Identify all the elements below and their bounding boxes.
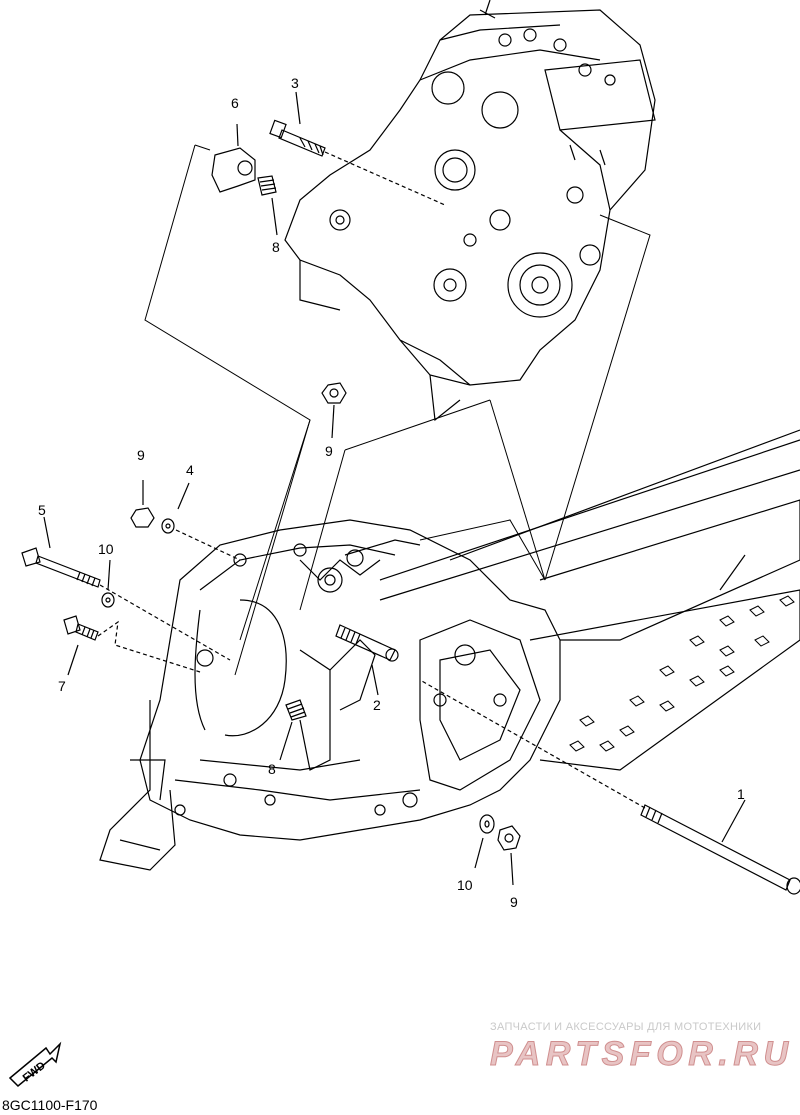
callout-8-top: 8: [272, 239, 280, 255]
fwd-arrow-icon: FWD: [8, 1041, 62, 1088]
mount-outline-top: [144, 144, 651, 676]
watermark-tagline: ЗАПЧАСТИ И АКСЕССУАРЫ ДЛЯ МОТОТЕХНИКИ: [490, 1021, 762, 1033]
callout-10-right: 10: [457, 877, 473, 893]
callout-2: 2: [373, 697, 381, 713]
bolt-part-5: [21, 516, 231, 661]
callout-6: 6: [231, 95, 239, 111]
stud-part-2: [335, 624, 399, 696]
bolt-part-3: [269, 91, 446, 206]
callout-10-left: 10: [98, 541, 114, 557]
callout-9-middle: 9: [137, 447, 145, 463]
bolt-part-1: [419, 679, 800, 895]
diagram-code: 8GC1100-F170: [2, 1097, 98, 1113]
callout-4: 4: [186, 462, 194, 478]
callout-9-right: 9: [510, 894, 518, 910]
callout-1: 1: [737, 786, 745, 802]
washer-part-10-left: [101, 559, 115, 608]
callout-5: 5: [38, 502, 46, 518]
tunnel-footrest: [379, 429, 800, 771]
watermark-brand-logo: PARTSFOR.RU: [490, 1035, 790, 1074]
bracket-part-6: [211, 123, 256, 193]
nut-part-8-top: [257, 175, 278, 236]
nut-part-8-lower: [279, 699, 307, 761]
nut-part-9-top: [321, 382, 347, 439]
callout-9-top: 9: [325, 443, 333, 459]
washer-part-4: [161, 482, 241, 561]
nut-part-9-right: [497, 825, 521, 886]
callout-8-lower: 8: [268, 761, 276, 777]
engine-block: [284, 0, 656, 422]
bolt-part-7: [63, 615, 201, 676]
callout-3: 3: [291, 75, 299, 91]
watermark-brand: PARTSFOR.RU: [490, 1035, 789, 1073]
callout-7: 7: [58, 678, 66, 694]
washer-part-10-right: [474, 814, 495, 869]
frame: [99, 519, 561, 871]
nut-part-9-middle: [130, 480, 155, 528]
